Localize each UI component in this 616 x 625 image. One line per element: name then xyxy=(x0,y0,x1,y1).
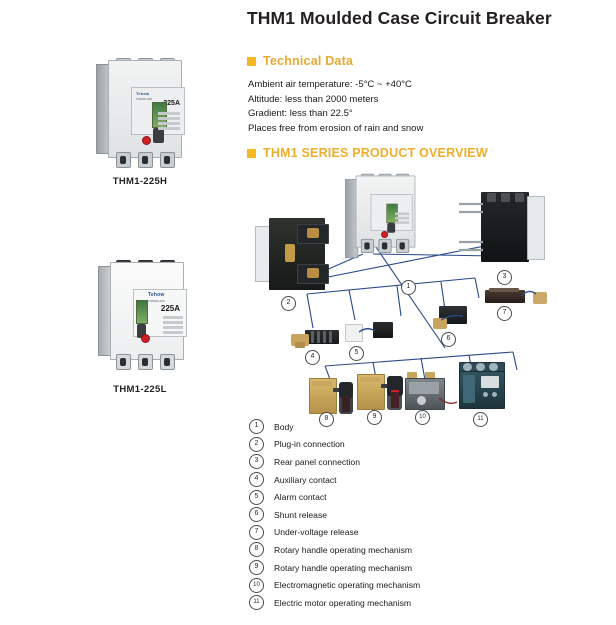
legend-item: 8 Rotary handle operating mechanism xyxy=(249,541,420,559)
breaker-spec-rows xyxy=(163,316,183,336)
breaker-front-face: Tehow THM1M-225 225A xyxy=(110,262,187,360)
legend-item: 6 Shunt release xyxy=(249,506,420,524)
technical-data-line: Places free from erosion of rain and sno… xyxy=(248,122,424,134)
breaker-bottom-lug xyxy=(160,354,175,370)
legend-label: Rear panel connection xyxy=(274,456,360,467)
legend-number: 9 xyxy=(249,560,264,576)
diagram-callout-number-2: 2 xyxy=(281,296,296,311)
product-overview-diagram: 1 2 3 xyxy=(245,170,605,427)
legend-number: 10 xyxy=(249,577,264,593)
legend-label: Under-voltage release xyxy=(274,527,359,538)
breaker-rating-plate: Tehow THM1M-225 225A xyxy=(133,289,187,338)
bullet-square-icon xyxy=(247,148,256,158)
legend-number: 4 xyxy=(249,472,264,488)
legend-item: 9 Rotary handle operating mechanism xyxy=(249,559,420,577)
breaker-toggle-handle xyxy=(153,128,164,143)
breaker-spec-rows xyxy=(158,112,180,132)
legend-label: Auxiliary contact xyxy=(274,474,337,485)
diagram-callout-number-5: 5 xyxy=(349,346,364,361)
bullet-square-icon xyxy=(247,56,256,66)
section-heading-technical-data: Technical Data xyxy=(247,54,353,68)
diagram-callout-number-1: 1 xyxy=(401,280,416,295)
legend-item: 4 Auxiliary contact xyxy=(249,471,420,489)
breaker-reset-button xyxy=(142,136,151,145)
breaker-toggle-handle xyxy=(387,223,396,233)
technical-data-line: Altitude: less than 2000 meters xyxy=(248,93,379,105)
legend-label: Alarm contact xyxy=(274,492,327,503)
legend-item: 5 Alarm contact xyxy=(249,488,420,506)
section-heading-label: Technical Data xyxy=(263,54,354,68)
diagram-callout-number-8: 8 xyxy=(319,412,334,427)
legend-label: Electromagnetic operating mechanism xyxy=(274,580,421,591)
section-heading-label: THM1 SERIES PRODUCT OVERVIEW xyxy=(263,146,488,160)
legend-item: 11 Electric motor operating mechanism xyxy=(249,594,420,612)
diagram-callout-number-9: 9 xyxy=(367,410,382,425)
rating-text: 225A xyxy=(163,100,180,107)
brand-text: Tehow xyxy=(148,292,165,298)
model-text: THM1M-225 xyxy=(148,299,165,303)
breaker-front-face: Tehow THM1F-225 225A xyxy=(108,60,185,158)
legend-number: 2 xyxy=(249,436,264,452)
legend-label: Shunt release xyxy=(274,509,328,520)
legend-number: 11 xyxy=(249,595,264,611)
diagram-callout-number-6: 6 xyxy=(441,332,456,347)
legend-number: 3 xyxy=(249,454,264,470)
technical-data-line: Ambient air temperature: -5°C ~ +40°C xyxy=(248,79,412,90)
technical-data-line: Gradient: less than 22.5° xyxy=(248,108,353,120)
legend-label: Electric motor operating mechanism xyxy=(274,597,412,608)
diagram-legend: 1 Body 2 Plug-in connection 3 Rear panel… xyxy=(249,418,420,612)
diagram-callout-number-7: 7 xyxy=(497,306,512,321)
breaker-bottom-lug xyxy=(138,152,153,168)
breaker-toggle-handle xyxy=(137,324,146,338)
legend-number: 7 xyxy=(249,524,264,540)
breaker-bottom-lug xyxy=(396,238,410,253)
legend-item: 1 Body xyxy=(249,418,420,436)
legend-number: 1 xyxy=(249,419,264,435)
breaker-front-face xyxy=(355,175,416,248)
diagram-part-body xyxy=(345,172,416,264)
breaker-bottom-lug xyxy=(160,152,175,168)
legend-label: Rotary handle operating mechanism xyxy=(274,544,413,555)
legend-item: 7 Under-voltage release xyxy=(249,524,420,542)
legend-number: 8 xyxy=(249,542,264,558)
rating-text: 225A xyxy=(160,304,180,313)
legend-label: Body xyxy=(274,421,294,432)
breaker-reset-button xyxy=(381,230,389,238)
diagram-callout-number-4: 4 xyxy=(305,350,320,365)
diagram-callout-number-11: 11 xyxy=(473,412,488,427)
section-heading-product-overview: THM1 SERIES PRODUCT OVERVIEW xyxy=(247,146,488,160)
legend-item: 10 Electromagnetic operating mechanism xyxy=(249,576,420,594)
breaker-spec-rows xyxy=(395,212,410,225)
technical-data-list: Ambient air temperature: -5°C ~ +40°C Al… xyxy=(248,78,578,136)
breaker-reset-button xyxy=(141,334,150,343)
diagram-callout-number-10: 10 xyxy=(415,410,430,425)
legend-item: 2 Plug-in connection xyxy=(249,436,420,454)
breaker-bottom-lug xyxy=(378,238,392,253)
product-image-thm1-225h: Tehow THM1F-225 225A xyxy=(96,56,185,168)
breaker-rating-plate xyxy=(370,194,413,233)
product-image-thm1-225l: Tehow THM1M-225 225A xyxy=(98,258,187,370)
legend-number: 6 xyxy=(249,507,264,523)
legend-item: 3 Rear panel connection xyxy=(249,453,420,471)
breaker-bottom-lug xyxy=(116,354,131,370)
legend-label: Plug-in connection xyxy=(274,439,345,450)
brand-text: Tehow xyxy=(136,91,150,96)
breaker-bottom-lug xyxy=(138,354,153,370)
page-title: THM1 Moulded Case Circuit Breaker xyxy=(247,8,552,28)
product-caption: THM1-225H xyxy=(112,176,168,187)
model-text: THM1F-225 xyxy=(136,97,153,101)
diagram-callout-number-3: 3 xyxy=(497,270,512,285)
legend-label: Rotary handle operating mechanism xyxy=(274,562,413,573)
breaker-rating-plate: Tehow THM1F-225 225A xyxy=(131,87,185,143)
breaker-bottom-lug xyxy=(360,238,375,253)
breaker-bottom-lug xyxy=(116,152,131,168)
product-caption: THM1-225L xyxy=(113,384,167,395)
legend-number: 5 xyxy=(249,489,264,505)
breaker-window xyxy=(136,300,148,324)
